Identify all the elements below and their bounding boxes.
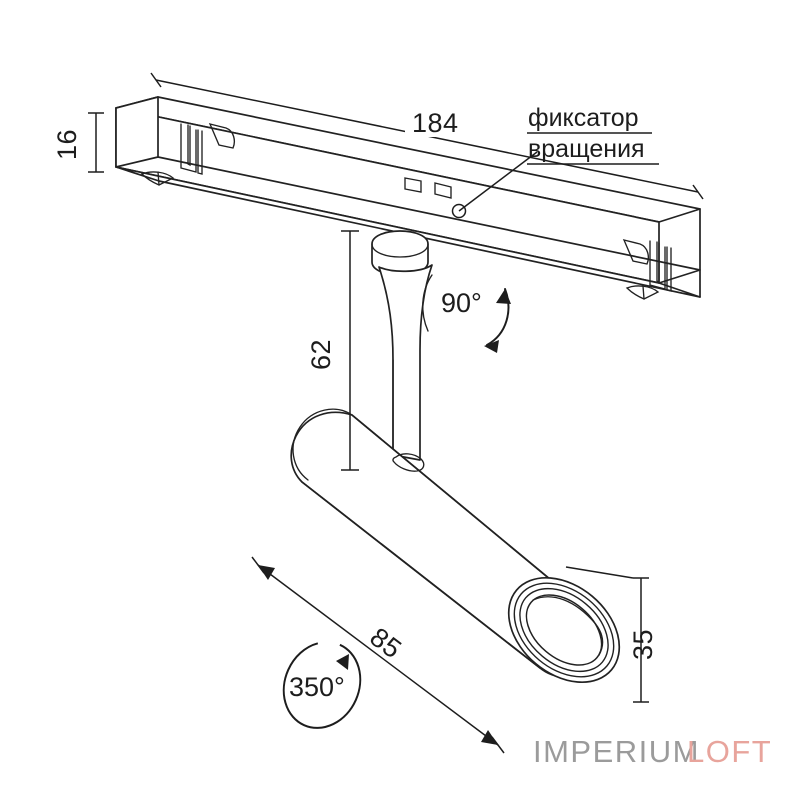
tilt-arrow-head-bottom bbox=[484, 340, 499, 353]
dimension-85: 85 bbox=[251, 556, 505, 754]
track-right-bottom-vent bbox=[625, 285, 660, 300]
pan-angle-annotation: 350° bbox=[282, 641, 362, 729]
brand-logo: IMPERIUM LOFT bbox=[533, 734, 772, 769]
tilt-angle-label: 90° bbox=[441, 288, 482, 318]
track-pad-b bbox=[434, 182, 452, 199]
rotation-fixator-marker bbox=[451, 151, 538, 219]
dimension-62: 62 bbox=[306, 230, 359, 471]
pan-arrow-head bbox=[336, 654, 349, 670]
track-left-d-port bbox=[208, 123, 235, 149]
logo-loft-text: LOFT bbox=[687, 734, 772, 769]
dimension-184-label: 184 bbox=[412, 108, 459, 138]
logo-imperium-text: IMPERIUM bbox=[533, 734, 700, 769]
fixator-callout: фиксатор вращения bbox=[527, 104, 659, 165]
pan-arc-circle bbox=[282, 641, 362, 729]
pan-angle-label: 350° bbox=[289, 672, 345, 702]
dimension-16: 16 bbox=[52, 112, 104, 173]
track-left-bottom-vent bbox=[140, 171, 175, 186]
lamp-cylinder bbox=[290, 408, 621, 684]
track-left-contact-slot bbox=[180, 123, 203, 175]
track-right-contact-slot bbox=[649, 240, 672, 292]
dimension-35: 35 bbox=[565, 566, 658, 703]
cylinder-bottom-edge bbox=[301, 481, 541, 669]
arm-collar-top-ellipse bbox=[371, 243, 429, 258]
fixator-callout-line1: фиксатор bbox=[528, 104, 639, 132]
track-right-d-port bbox=[622, 239, 649, 265]
track-left-inner-edge bbox=[157, 156, 701, 271]
pivot-arm bbox=[371, 230, 433, 461]
cylinder-arm-boss bbox=[392, 453, 425, 472]
dimension-35-label: 35 bbox=[628, 629, 658, 660]
tilt-angle-annotation: 90° bbox=[422, 274, 511, 353]
tilt-arrow-head-top bbox=[496, 289, 511, 304]
cylinder-rear-cap-arc bbox=[292, 408, 353, 481]
dimension-62-label: 62 bbox=[306, 339, 336, 370]
track-pad-a bbox=[404, 177, 422, 193]
track-left-end-cap bbox=[115, 96, 159, 168]
dimension-184: 184 bbox=[150, 72, 704, 200]
fixator-callout-line2: вращения bbox=[528, 135, 645, 163]
arm-stem bbox=[378, 264, 433, 461]
lens-aperture-rings bbox=[507, 576, 621, 684]
dimension-16-label: 16 bbox=[52, 129, 82, 160]
